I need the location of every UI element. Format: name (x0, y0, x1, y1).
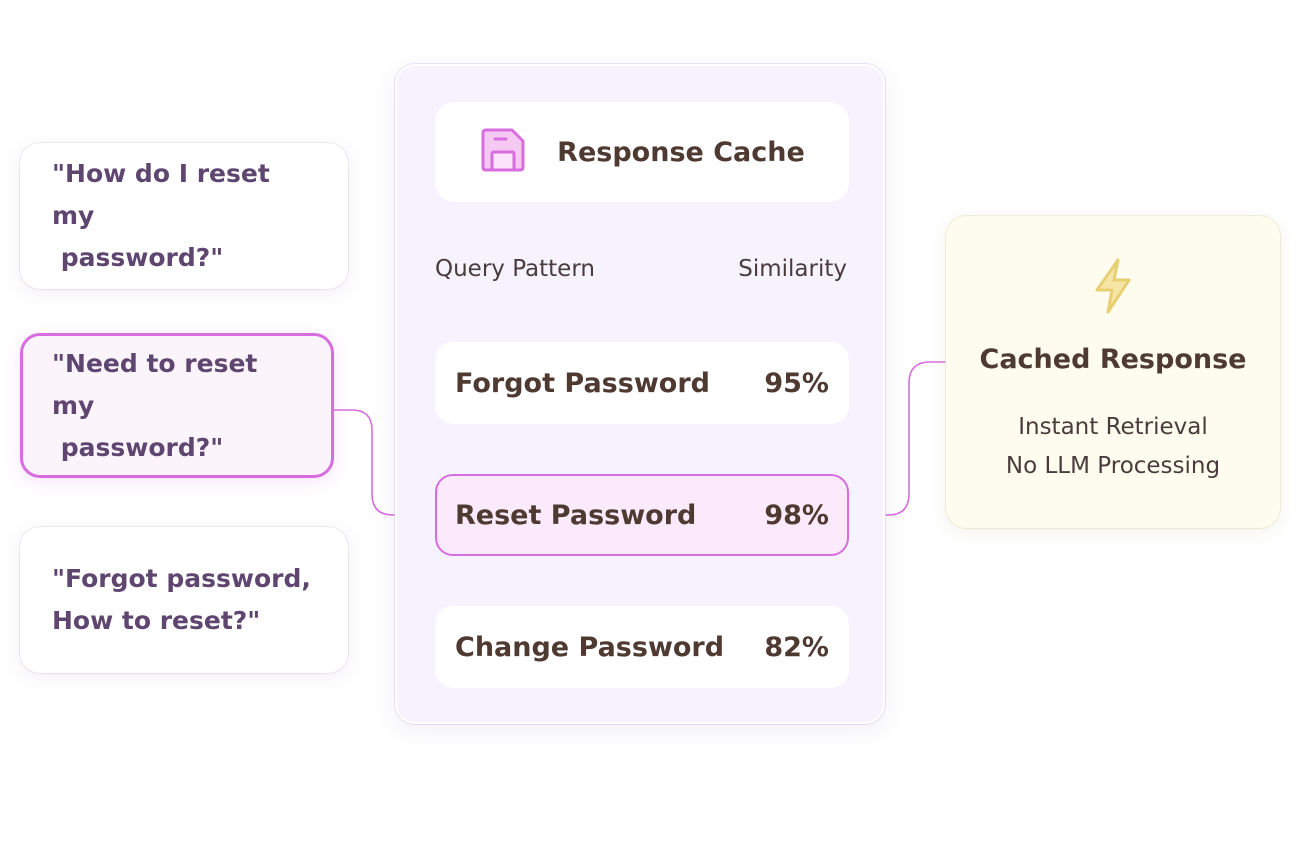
cache-header: Response Cache (435, 102, 849, 202)
query-card-2-active[interactable]: "Need to reset my password?" (20, 333, 334, 478)
column-header-similarity: Similarity (738, 256, 847, 282)
row-similarity: 98% (764, 499, 829, 531)
row-pattern: Reset Password (455, 499, 697, 531)
result-line-instant: Instant Retrieval (1018, 414, 1208, 440)
row-similarity: 95% (764, 367, 829, 399)
query-text: "How do I reset my password?" (52, 159, 270, 272)
row-similarity: 82% (764, 631, 829, 663)
floppy-disk-icon (479, 126, 527, 178)
cache-row-forgot-password[interactable]: Forgot Password 95% (435, 342, 849, 424)
response-cache-panel: Response Cache Query Pattern Similarity … (395, 64, 885, 724)
query-text: "Need to reset my password?" (52, 348, 258, 462)
lightning-bolt-icon (1089, 256, 1137, 320)
result-line-no-llm: No LLM Processing (1005, 453, 1221, 479)
query-text: "Forgot password, How to reset?" (52, 564, 311, 635)
cache-title: Response Cache (557, 136, 805, 168)
query-card-1[interactable]: "How do I reset my password?" (20, 143, 348, 289)
row-pattern: Forgot Password (455, 367, 710, 399)
cached-response-card: Cached Response Instant Retrieval No LLM… (946, 216, 1280, 528)
row-pattern: Change Password (455, 631, 725, 663)
column-header-pattern: Query Pattern (435, 256, 595, 282)
query-card-3[interactable]: "Forgot password, How to reset?" (20, 527, 348, 673)
result-title: Cached Response (979, 344, 1247, 375)
cache-row-reset-password-active[interactable]: Reset Password 98% (435, 474, 849, 556)
cache-row-change-password[interactable]: Change Password 82% (435, 606, 849, 688)
connector-query-to-row (334, 409, 434, 516)
connector-row-to-result (846, 361, 948, 516)
